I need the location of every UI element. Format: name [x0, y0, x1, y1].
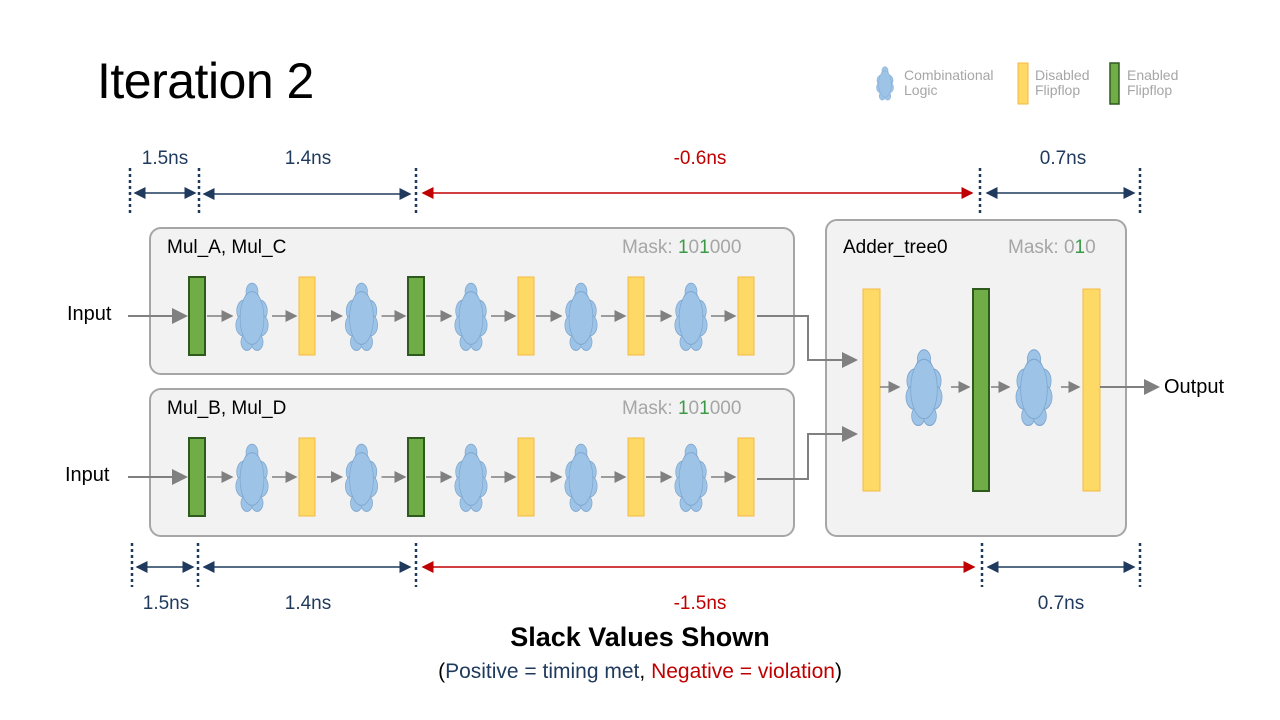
adder-disabled-ff-1: [862, 288, 881, 492]
adder-cloud-2: [1015, 349, 1053, 427]
mul-ac-cloud-5: [674, 282, 708, 351]
mul-ac-cloud-1: [235, 282, 269, 351]
caption-title: Slack Values Shown: [510, 622, 770, 652]
mul-ac-disabled-ff-6: [737, 276, 755, 356]
mul-bd-cloud-5: [674, 443, 708, 512]
legend-enabled-ff-label: Enabled Flipflop: [1127, 67, 1179, 98]
caption-negative: Negative = violation: [651, 660, 835, 683]
adder-pipeline: [862, 288, 1160, 492]
slack-top-3: -0.6ns: [673, 148, 727, 169]
mul-bd-disabled-ff-2: [298, 437, 316, 517]
mul-ac-cloud-3: [454, 282, 488, 351]
slack-bottom-3: -1.5ns: [673, 593, 727, 614]
mul-bd-cloud-3: [454, 443, 488, 512]
mul-bd-disabled-ff-5: [627, 437, 645, 517]
mul-bd-enabled-ff-3: [407, 437, 425, 517]
mul-ac-disabled-ff-4: [517, 276, 535, 356]
adder-disabled-ff-2: [1082, 288, 1101, 492]
legend-combinational-label: Combinational Logic: [904, 67, 994, 98]
adder-cloud-1: [905, 349, 943, 427]
mul-ac-mask: Mask: 101000: [622, 237, 742, 258]
mul-bd-cloud-4: [564, 443, 598, 512]
slack-top-2: 1.4ns: [284, 148, 332, 169]
adder-connections: [757, 315, 858, 480]
mul-bd-disabled-ff-4: [517, 437, 535, 517]
mul-bd-cloud-1: [235, 443, 269, 512]
slack-top-4: 0.7ns: [1039, 148, 1087, 169]
mul-bd-cloud-2: [344, 443, 379, 512]
mul-bd-enabled-ff-1: [188, 437, 206, 517]
mul-ac-enabled-ff-3: [407, 276, 425, 356]
slack-markers-top: [128, 168, 1142, 214]
mul-bd-disabled-ff-6: [737, 437, 755, 517]
mul-bd-pipeline: [128, 437, 755, 517]
mul-ac-disabled-ff-2: [298, 276, 316, 356]
mul-bd-mask: Mask: 101000: [622, 398, 742, 419]
mul-ac-pipeline: [128, 276, 755, 356]
mul-bd-name: Mul_B, Mul_D: [167, 398, 287, 419]
legend-disabled-ff-label: Disabled Flipflop: [1035, 67, 1090, 98]
slack-bottom-2: 1.4ns: [284, 593, 332, 614]
mul-ac-cloud-4: [564, 282, 598, 351]
adder-tree-name: Adder_tree0: [843, 237, 948, 258]
caption-positive: Positive = timing met: [445, 660, 640, 683]
adder-tree-mask: Mask: 010: [1008, 237, 1096, 258]
output-label: Output: [1164, 376, 1225, 398]
mul-ac-name: Mul_A, Mul_C: [167, 237, 287, 258]
slack-bottom-4: 0.7ns: [1037, 593, 1085, 614]
mul-ac-cloud-2: [344, 282, 379, 351]
slack-bottom-1: 1.5ns: [142, 593, 190, 614]
mul-ac-disabled-ff-5: [627, 276, 645, 356]
mul-ac-enabled-ff-1: [188, 276, 206, 356]
slack-markers-bottom: [130, 543, 1142, 587]
slack-top-1: 1.5ns: [141, 148, 189, 169]
input-label-bottom: Input: [65, 464, 110, 486]
input-label-top: Input: [67, 303, 112, 325]
caption-subtitle: (Positive = timing met, Negative = viola…: [438, 660, 842, 683]
adder-enabled-ff: [972, 288, 990, 492]
page-title: Iteration 2: [97, 53, 314, 109]
